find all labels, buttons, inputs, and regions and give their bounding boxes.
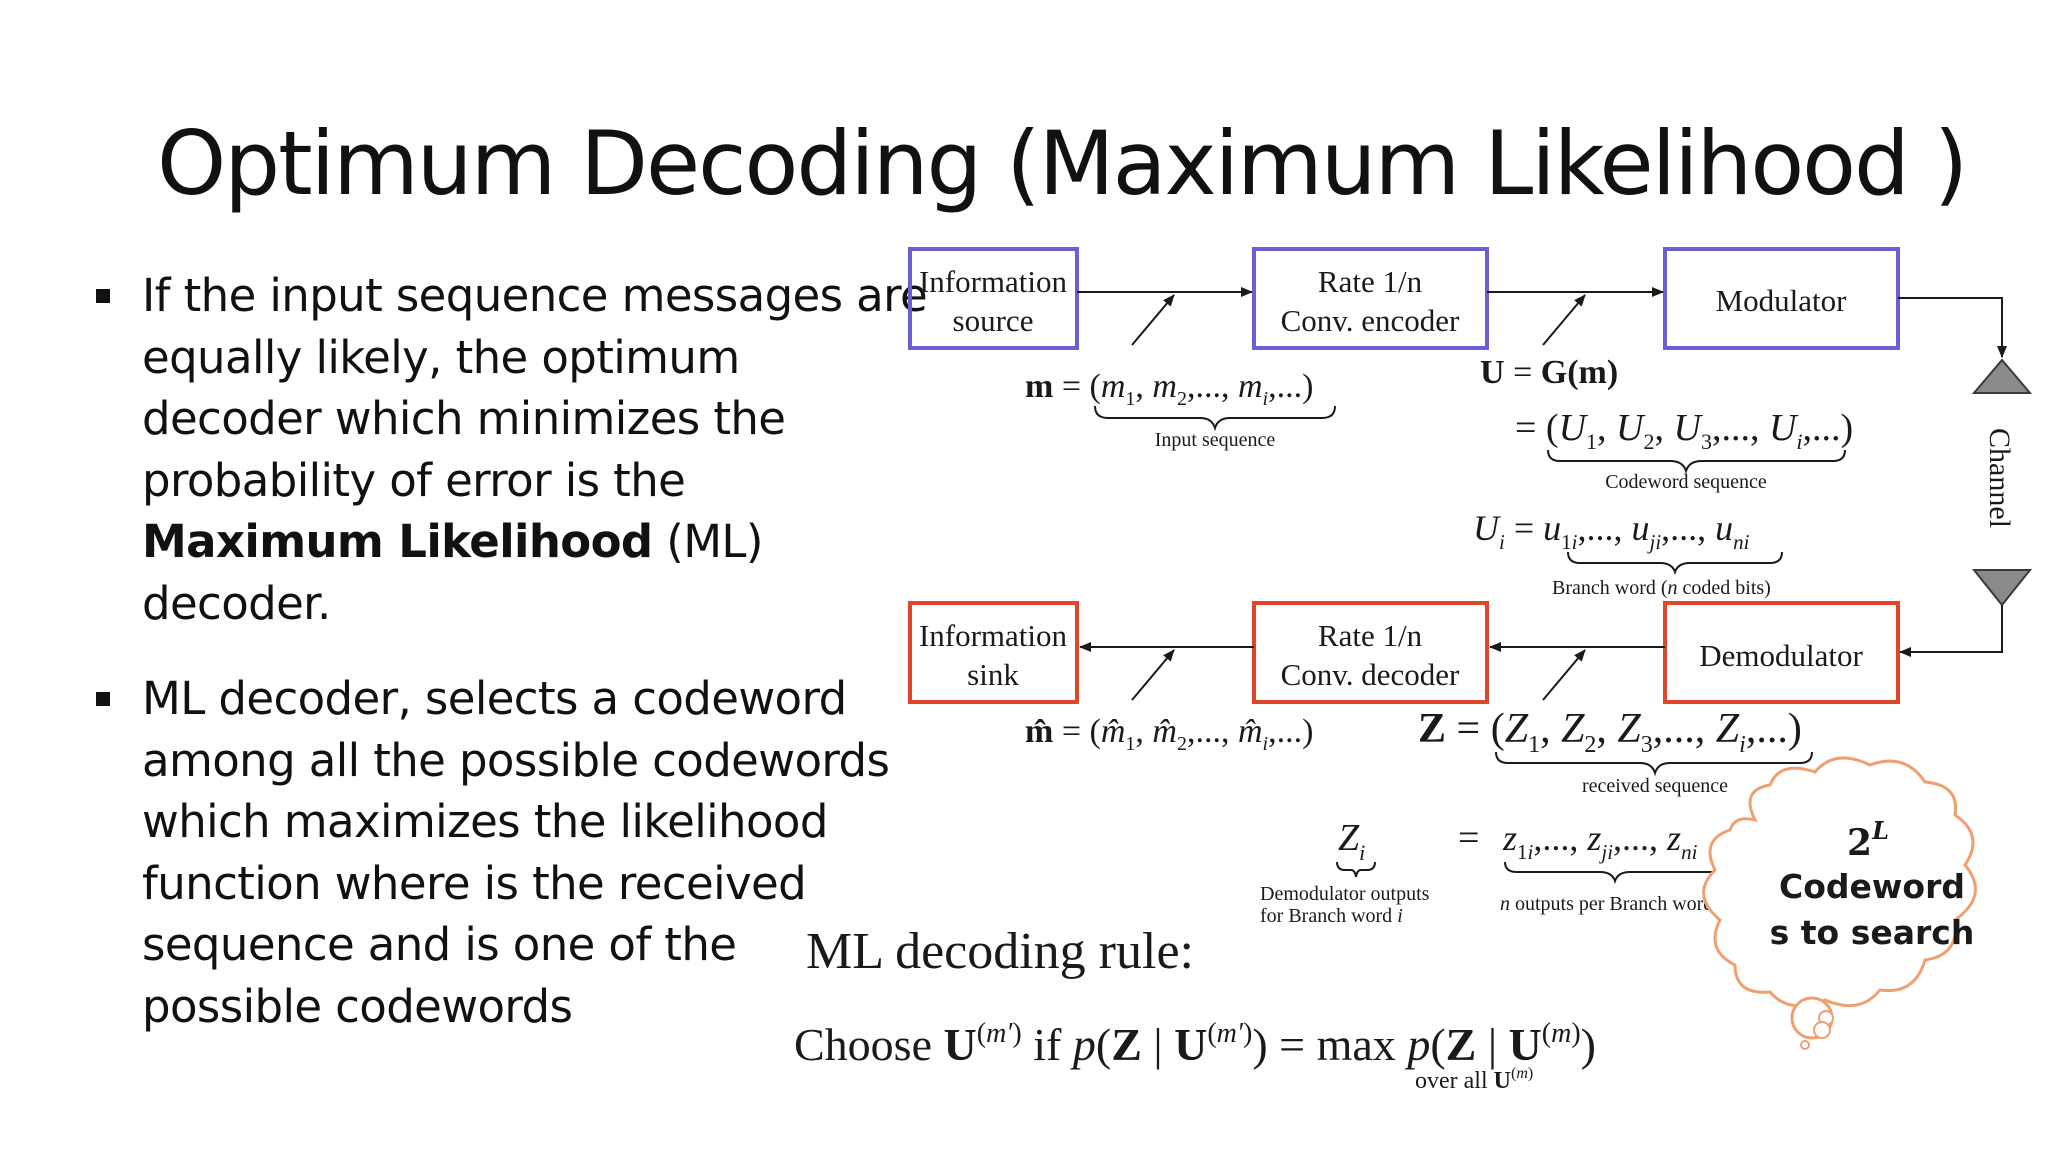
pointer-arrow <box>1542 649 1586 701</box>
bullet-text-line: equally likely, the optimum <box>142 330 740 384</box>
bullet-text-line: probability of error is the <box>142 453 686 507</box>
codeword-sequence-brace <box>1547 449 1846 475</box>
transmit-antenna-icon <box>1971 358 2033 394</box>
modulator-label: Modulator <box>1716 283 1848 318</box>
ml-decoding-rule-equation: Choose U(m′) if p(Z | U(m′)) = max p(Z |… <box>794 1018 1596 1070</box>
conv-decoder-box <box>1252 601 1489 704</box>
bullet-text-line: possible codewords <box>142 979 573 1033</box>
bullet-list: If the input sequence messages are equal… <box>96 265 928 1071</box>
demodulator-output-symbol: Zi <box>1338 817 1365 865</box>
bullet-text-line: If the input sequence messages are <box>142 269 928 322</box>
demodulator-output-label: for Branch word i <box>1260 905 1403 927</box>
codeword-generator-equation: U = G(m) <box>1480 354 1618 391</box>
bullet-text-line: Maximum Likelihood (ML) <box>142 511 896 573</box>
information-sink-label: sink <box>967 657 1019 692</box>
codeword-sequence-label: Codeword sequence <box>1605 471 1767 493</box>
bullet-text-line: decoder. <box>142 576 331 630</box>
bullet-text-line: ML decoder, selects a codeword <box>142 672 847 725</box>
pointer-arrow <box>1131 649 1175 701</box>
square-bullet-icon <box>96 692 110 706</box>
max-subscript: over all U(m) <box>1415 1065 1533 1094</box>
information-sink-box <box>908 601 1079 704</box>
bullet-text-line: which maximizes the likelihood <box>142 795 828 848</box>
bold-term: Maximum Likelihood <box>142 515 653 568</box>
slide-title: Optimum Decoding (Maximum Likelihood ) <box>157 112 1968 215</box>
information-sink-label: Information <box>919 618 1068 653</box>
bullet-text-line: sequence and is one of the <box>142 918 737 971</box>
demodulator-output-label: Demodulator outputs <box>1260 883 1430 905</box>
thought-cloud-icon <box>1702 756 1977 1050</box>
conv-decoder-label: Conv. decoder <box>1281 657 1460 692</box>
bullet-text-line: among all the possible codewords <box>142 733 890 787</box>
modulator-to-channel-line <box>1898 297 2007 358</box>
information-source-box <box>908 247 1079 350</box>
pointer-arrow <box>1542 294 1586 346</box>
cloud-power-expression: 2L <box>1847 816 1889 864</box>
estimated-sequence-equation: m̂ = (m̂1, m̂2,..., m̂i,...) <box>1025 713 1313 755</box>
conv-encoder-label: Rate 1/n <box>1318 264 1423 299</box>
bullet-item: If the input sequence messages are equal… <box>96 265 928 634</box>
input-sequence-equation: m = (m1, m2,..., mi,...) <box>1025 368 1313 410</box>
input-sequence-brace <box>1094 405 1336 432</box>
bullet-text-line: function where is the received <box>142 856 807 910</box>
demodulator-output-equation: z1i,..., zji,..., zni <box>1502 818 1698 864</box>
conv-decoder-label: Rate 1/n <box>1318 618 1423 653</box>
bullet-text-line: decoder which minimizes the <box>142 392 786 445</box>
branch-word-label: Branch word (n coded bits) <box>1552 577 1771 599</box>
demodulator-label: Demodulator <box>1699 638 1863 673</box>
ml-decoding-rule-title: ML decoding rule: <box>806 923 1194 980</box>
cloud-text-line: s to search <box>1770 913 1975 952</box>
pointer-arrow <box>1131 294 1175 346</box>
demodulator-output-brace <box>1336 861 1376 878</box>
branch-word-brace <box>1567 551 1783 576</box>
channel-label: Channel <box>1983 428 2016 528</box>
received-sequence-equation: Z = (Z1, Z2, Z3,..., Zi,...) <box>1418 706 1802 758</box>
received-sequence-brace <box>1495 751 1813 777</box>
square-bullet-icon <box>96 289 110 303</box>
conv-encoder-box <box>1252 247 1489 350</box>
information-source-label: Information <box>919 264 1068 299</box>
codeword-sequence-equation: = (U1, U2, U3,..., Ui,...) <box>1515 407 1853 454</box>
received-sequence-label: received sequence <box>1582 775 1728 797</box>
n-outputs-brace <box>1504 861 1725 885</box>
bullet-item: ML decoder, selects a codeword among all… <box>96 668 896 1037</box>
channel-to-demodulator-line <box>1899 605 2003 657</box>
bullet-text-fragment: (ML) <box>652 515 763 568</box>
conv-encoder-label: Conv. encoder <box>1281 303 1460 338</box>
input-sequence-label: Input sequence <box>1155 429 1276 451</box>
receive-antenna-icon <box>1971 569 2033 607</box>
demodulator-box <box>1663 601 1900 704</box>
demodulator-output-equals: = <box>1458 817 1479 859</box>
cloud-text-line: Codeword <box>1779 867 1965 906</box>
branch-word-equation: Ui = u1i,..., uji,..., uni <box>1473 508 1750 554</box>
n-outputs-label: n outputs per Branch word <box>1500 893 1713 915</box>
information-source-label: source <box>953 303 1034 338</box>
